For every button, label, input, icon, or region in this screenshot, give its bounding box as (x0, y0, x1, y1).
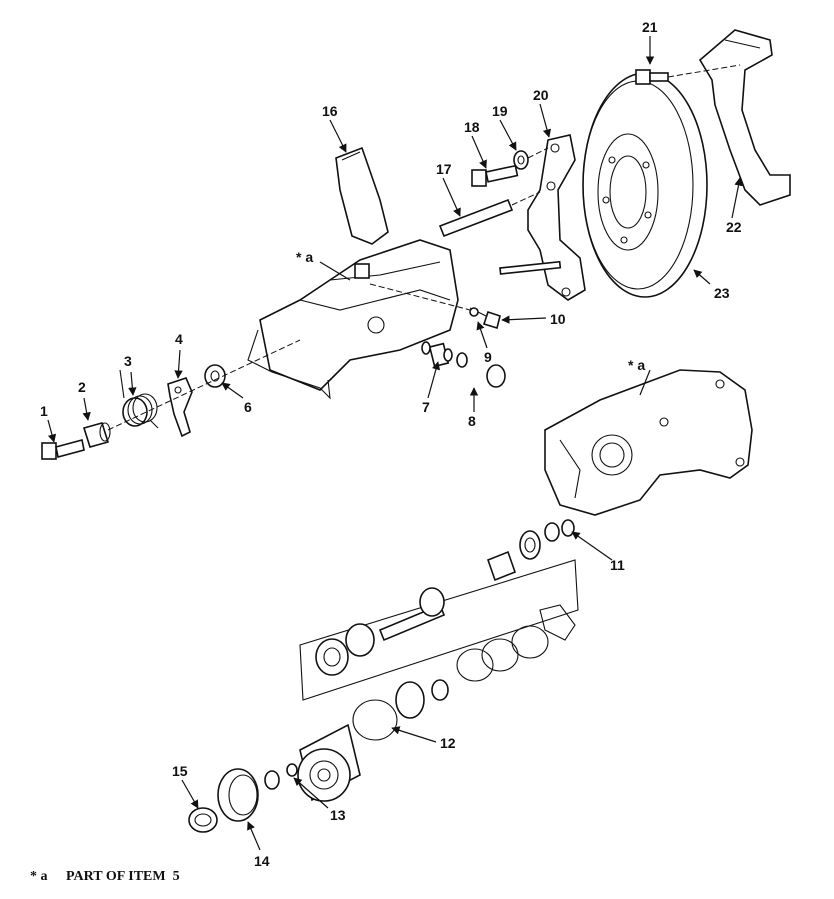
dust-boot-14 (217, 768, 259, 822)
caliper-housing-upper (247, 239, 471, 400)
washer-6 (204, 364, 226, 388)
bolt-18 (471, 164, 519, 187)
callout-16: 16 (322, 103, 338, 119)
callout-21: 21 (642, 19, 658, 35)
caliper-housing-right (544, 369, 753, 516)
callout-9: 9 (484, 349, 492, 365)
callout-6: 6 (244, 399, 252, 415)
lever-4 (167, 377, 193, 438)
footnote-marker: * a (30, 869, 48, 884)
callout-2: 2 (78, 379, 86, 395)
callout-12: 12 (440, 735, 456, 751)
sleeve-2 (82, 422, 111, 448)
callout-7: 7 (422, 399, 430, 415)
cap-8 (456, 352, 506, 388)
piston-subassembly (299, 519, 579, 701)
callout-star-a-right: * a (628, 357, 645, 373)
bolt-21 (635, 64, 741, 85)
callout-15: 15 (172, 763, 188, 779)
callout-11: 11 (610, 557, 625, 573)
callout-22: 22 (726, 219, 742, 235)
piston-12 (352, 679, 449, 741)
callout-4: 4 (175, 331, 183, 347)
spring-3 (119, 369, 159, 429)
fitting-7 (421, 341, 453, 368)
callout-19: 19 (492, 103, 508, 119)
callout-17: 17 (436, 161, 452, 177)
support-bracket-20 (499, 134, 586, 301)
cylinder (297, 723, 361, 802)
ring-15 (188, 807, 218, 833)
footnote-text: PART OF ITEM 5 (66, 869, 180, 884)
callout-20: 20 (533, 87, 549, 103)
bolt-1 (41, 439, 85, 460)
callout-1: 1 (40, 403, 48, 419)
leader-lines (47, 36, 743, 851)
anchor-bracket-22 (698, 29, 791, 206)
fitting-13 (264, 763, 298, 790)
brake-shoe-16 (335, 146, 389, 245)
brake-rotor-23 (582, 72, 708, 298)
callout-13: 13 (330, 807, 346, 823)
callout-14: 14 (254, 853, 270, 869)
callout-3: 3 (124, 353, 132, 369)
callout-labels: 1 2 3 4 6 7 8 9 10 11 12 13 14 15 16 17 … (40, 19, 742, 869)
callout-10: 10 (550, 311, 566, 327)
footnote: * a PART OF ITEM 5 (30, 869, 180, 884)
callout-star-a-upper: * a (296, 249, 313, 265)
callout-18: 18 (464, 119, 480, 135)
guide-pin-17 (438, 191, 541, 238)
callout-8: 8 (468, 413, 476, 429)
callout-23: 23 (714, 285, 730, 301)
washer-19 (513, 150, 529, 170)
fitting-9 (469, 307, 479, 317)
